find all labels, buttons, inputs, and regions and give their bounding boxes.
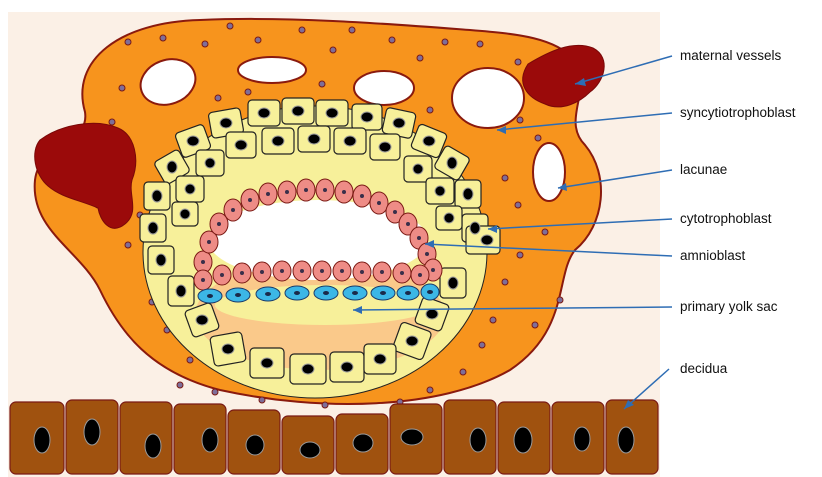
lacuna <box>533 143 565 201</box>
label-decidua: decidua <box>680 361 728 376</box>
label-amnioblast: amnioblast <box>680 248 746 263</box>
label-primary-yolk-sac: primary yolk sac <box>680 299 778 314</box>
label-maternal-vessels: maternal vessels <box>680 48 782 63</box>
label-syncytiotrophoblast: syncytiotrophoblast <box>680 105 796 120</box>
label-cytotrophoblast: cytotrophoblast <box>680 211 772 226</box>
lacuna <box>238 57 306 83</box>
lacuna <box>354 71 414 105</box>
label-lacunae: lacunae <box>680 162 727 177</box>
lacuna <box>452 68 524 128</box>
